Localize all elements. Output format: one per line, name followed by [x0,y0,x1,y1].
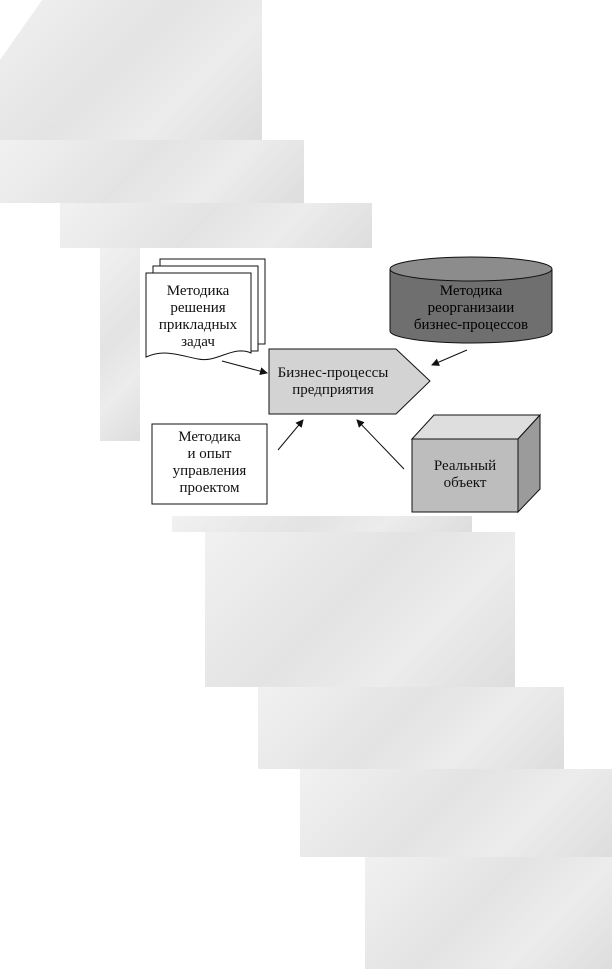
background-panel [172,516,472,532]
methodology-tasks-label: Методика решения прикладных задач [158,283,238,350]
arrow-management-to-processes [277,419,304,451]
background-panel [60,203,372,248]
background-panel [205,532,515,687]
background-panel [258,687,564,769]
arrow-reorg-to-processes [431,349,468,366]
methodology-management-label: Методика и опыт управления проектом [172,429,247,496]
cylinder-shape [389,256,553,344]
background-panel [0,140,304,203]
background-panel [0,0,262,140]
methodology-reorg-label: Методика реорганизаии бизнес-процессов [413,283,529,333]
background-panel [100,248,140,441]
document-stack-shape [145,258,266,361]
rectangle-shape [151,423,268,505]
background-panel [300,769,612,857]
business-processes-label: Бизнес-процессы предприятия [277,365,389,398]
pentagon-shape [268,348,431,415]
arrow-tasks-to-processes [221,360,268,376]
diagram-canvas [145,256,553,514]
arrow-object-to-processes [356,419,405,470]
cube-shape [410,413,542,514]
real-object-label: Реальный объект [433,458,497,491]
business-process-diagram: Методика решения прикладных задач Методи… [140,249,556,514]
background-panel [365,857,612,969]
